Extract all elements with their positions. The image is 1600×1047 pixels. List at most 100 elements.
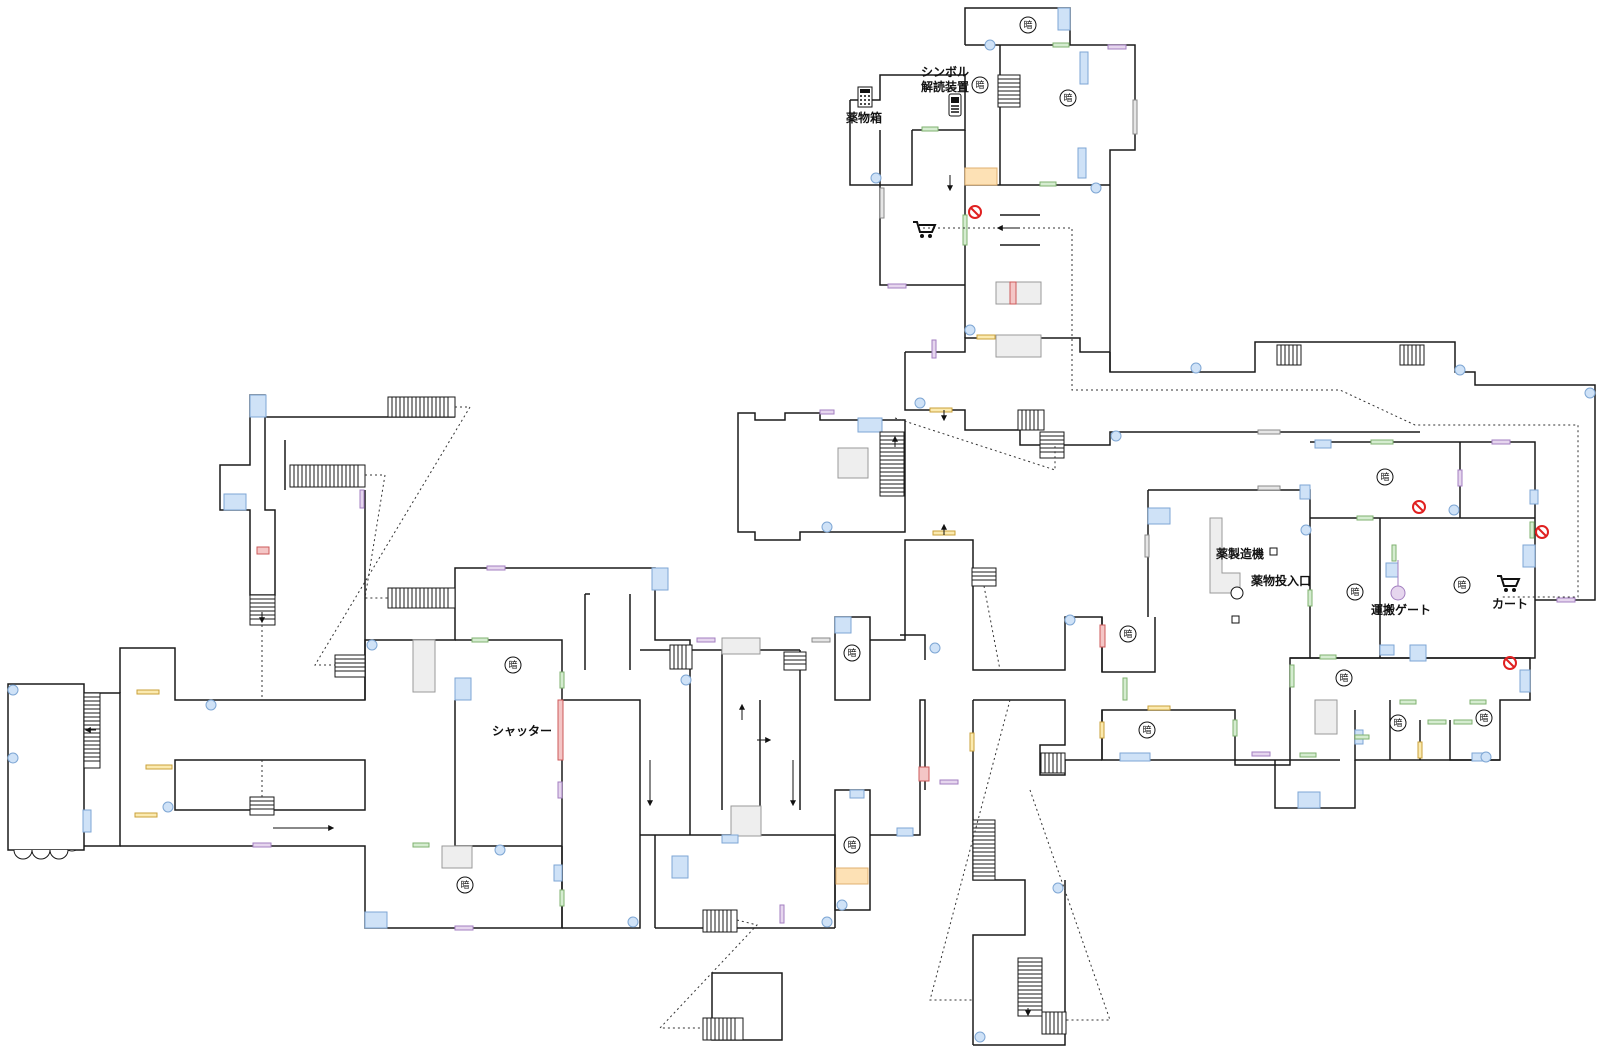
red-door <box>918 766 930 782</box>
wall <box>850 74 966 131</box>
pillar <box>1584 387 1596 399</box>
door-yellow <box>134 812 158 818</box>
pillar <box>914 397 926 409</box>
dark-room-icon: 暗 <box>504 656 522 674</box>
dotted-path <box>314 406 471 666</box>
wall <box>454 700 562 847</box>
window <box>721 834 739 844</box>
drug-machine-counter <box>1209 517 1241 594</box>
pillar <box>929 642 941 654</box>
wall <box>119 567 691 701</box>
door-green <box>1354 734 1370 740</box>
orange-floor <box>964 167 998 186</box>
stairs-icon <box>997 74 1021 108</box>
dark-room-icon: 暗 <box>843 644 861 662</box>
cart-icon <box>1497 575 1521 592</box>
labels: シンボル 解読装置 薬物箱 シャッター 薬製造機 薬物投入口 運搬ゲート カート <box>492 64 1528 738</box>
stairs-icon <box>783 651 807 671</box>
dark-room-icon: 暗 <box>1389 714 1407 732</box>
drug-inlet-label: 薬物投入口 <box>1251 573 1311 588</box>
pillar <box>366 639 378 651</box>
stairs <box>83 74 1425 1041</box>
door-green <box>1289 664 1295 688</box>
pillar <box>1090 182 1102 194</box>
dark-room-icon: 暗 <box>1335 669 1353 687</box>
pillar <box>1300 524 1312 536</box>
wall <box>84 692 121 847</box>
dark-room-icon: 暗 <box>971 76 989 94</box>
door-green <box>1469 699 1487 705</box>
door-yellow <box>145 764 173 770</box>
dark-room-icon: 暗 <box>843 836 861 854</box>
door-purple <box>931 339 937 359</box>
dotted-path <box>658 919 758 1029</box>
door-green <box>1391 544 1397 562</box>
window <box>1297 791 1321 809</box>
dark-room-icon: 暗 <box>1119 625 1137 643</box>
door-yellow <box>976 334 996 340</box>
wall <box>904 352 1420 446</box>
table <box>412 639 436 693</box>
red-door <box>1099 624 1106 648</box>
window <box>1522 544 1536 568</box>
dark-room-icon: 暗 <box>1475 709 1493 727</box>
stairs-icon <box>1039 431 1065 459</box>
pillar <box>1448 504 1460 516</box>
stairs-icon <box>879 431 905 497</box>
door-gray <box>879 187 885 219</box>
wall <box>870 539 1156 673</box>
door-green <box>1299 752 1317 758</box>
window <box>857 417 883 433</box>
pillar <box>974 1031 986 1043</box>
window <box>1079 51 1089 85</box>
dotted-path <box>983 585 1001 671</box>
wall <box>174 759 366 811</box>
door-gray <box>1144 534 1150 558</box>
door-purple <box>939 779 959 785</box>
stairs-icon <box>249 594 276 626</box>
dark-room-icon: 暗 <box>1019 16 1037 34</box>
wall <box>849 100 913 186</box>
door-green <box>921 126 939 132</box>
pillar <box>870 172 882 184</box>
door-purple <box>696 637 716 643</box>
window <box>82 809 92 833</box>
pillar <box>627 916 639 928</box>
table <box>995 334 1042 358</box>
no-entry-icon <box>1535 525 1549 539</box>
pillar <box>680 674 692 686</box>
phone-device-icon <box>948 93 962 117</box>
stairs-icon <box>1040 752 1066 774</box>
door-yellow <box>969 732 975 752</box>
calculator-icon <box>857 86 873 108</box>
stairs-icon <box>249 796 275 816</box>
wall <box>120 845 563 929</box>
svg-text:暗: 暗 <box>1023 19 1032 31</box>
dark-room-icon: 暗 <box>1453 576 1471 594</box>
door-purple <box>887 283 907 289</box>
door-green <box>559 889 565 907</box>
cart-icon <box>913 221 937 238</box>
svg-text:暗: 暗 <box>975 79 984 91</box>
svg-text:暗: 暗 <box>847 839 856 851</box>
door-purple <box>359 489 365 509</box>
round-fixtures <box>13 849 77 860</box>
svg-text:暗: 暗 <box>1393 717 1402 729</box>
pillar <box>836 899 848 911</box>
svg-text:暗: 暗 <box>1142 724 1151 736</box>
door-gray <box>811 637 831 643</box>
door-yellow <box>1417 741 1423 759</box>
window <box>671 855 689 879</box>
stairs-icon <box>1017 957 1043 1017</box>
window <box>1077 147 1087 179</box>
window <box>1379 644 1395 656</box>
pillar <box>821 521 833 533</box>
door-gray <box>1257 429 1281 435</box>
dark-marks: 暗 暗 暗 暗 暗 暗 暗 暗 暗 暗 暗 暗 暗 暗 暗 <box>456 16 1493 894</box>
pillar <box>1480 751 1492 763</box>
wall <box>1000 214 1040 246</box>
door-purple <box>779 904 785 924</box>
cart-label: カート <box>1492 597 1528 611</box>
doors <box>134 42 1576 931</box>
